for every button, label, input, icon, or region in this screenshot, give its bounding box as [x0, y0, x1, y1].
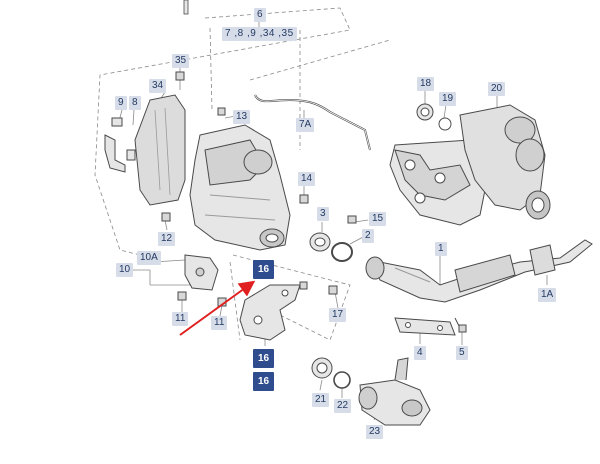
turbocharger: [389, 104, 551, 226]
callout-22[interactable]: 22: [334, 399, 352, 413]
callout-35[interactable]: 35: [172, 54, 190, 68]
gasket-4: [394, 317, 463, 336]
callout-10[interactable]: 10: [116, 263, 134, 277]
callout-5[interactable]: 5: [456, 346, 468, 360]
callout-4[interactable]: 4: [414, 346, 426, 360]
callout-8[interactable]: 8: [129, 96, 141, 110]
callout-14[interactable]: 14: [298, 172, 316, 186]
callout-6[interactable]: 6: [254, 8, 266, 22]
callout-15[interactable]: 15: [369, 212, 387, 226]
front-pipe: [365, 239, 593, 303]
top-rod: [183, 0, 189, 15]
callout-34[interactable]: 34: [149, 79, 167, 93]
callout-23[interactable]: 23: [366, 425, 384, 439]
leader-lines: [117, 22, 548, 421]
clamp-21-22: [311, 357, 351, 389]
callout-16-highlight-top[interactable]: 16: [253, 260, 275, 279]
callout-16-highlight-bottom[interactable]: 16: [253, 372, 275, 391]
clamp-2-3: [309, 232, 353, 262]
callout-13[interactable]: 13: [233, 110, 251, 124]
callout-2[interactable]: 2: [362, 229, 374, 243]
callout-18[interactable]: 18: [417, 77, 435, 91]
bracket-16: [239, 284, 301, 341]
bracket-8-9: [104, 117, 136, 173]
callout-6-range[interactable]: 7 ,8 ,9 ,34 ,35: [222, 27, 297, 41]
callout-17[interactable]: 17: [329, 308, 347, 322]
callout-9[interactable]: 9: [115, 96, 127, 110]
pipe-23: [358, 357, 431, 426]
callout-12[interactable]: 12: [158, 232, 176, 246]
highlight-arrow: [179, 280, 256, 336]
clamp-18: [416, 103, 452, 131]
sensor-line: [254, 94, 371, 151]
bolts: [161, 71, 467, 333]
callout-16-highlight-mid[interactable]: 16: [253, 349, 275, 368]
callout-1A[interactable]: 1A: [538, 288, 557, 302]
callout-10A[interactable]: 10A: [137, 251, 161, 265]
callout-19[interactable]: 19: [439, 92, 457, 106]
callout-7A[interactable]: 7A: [296, 118, 315, 132]
callout-11-left[interactable]: 11: [172, 312, 189, 326]
heat-shield: [134, 94, 186, 206]
catalytic-converter: [189, 124, 291, 251]
callout-1[interactable]: 1: [435, 242, 447, 256]
callout-20[interactable]: 20: [488, 82, 506, 96]
callout-11-right[interactable]: 11: [211, 316, 228, 330]
callout-3[interactable]: 3: [317, 207, 329, 221]
actuator-10: [184, 254, 219, 291]
callout-21[interactable]: 21: [312, 393, 330, 407]
